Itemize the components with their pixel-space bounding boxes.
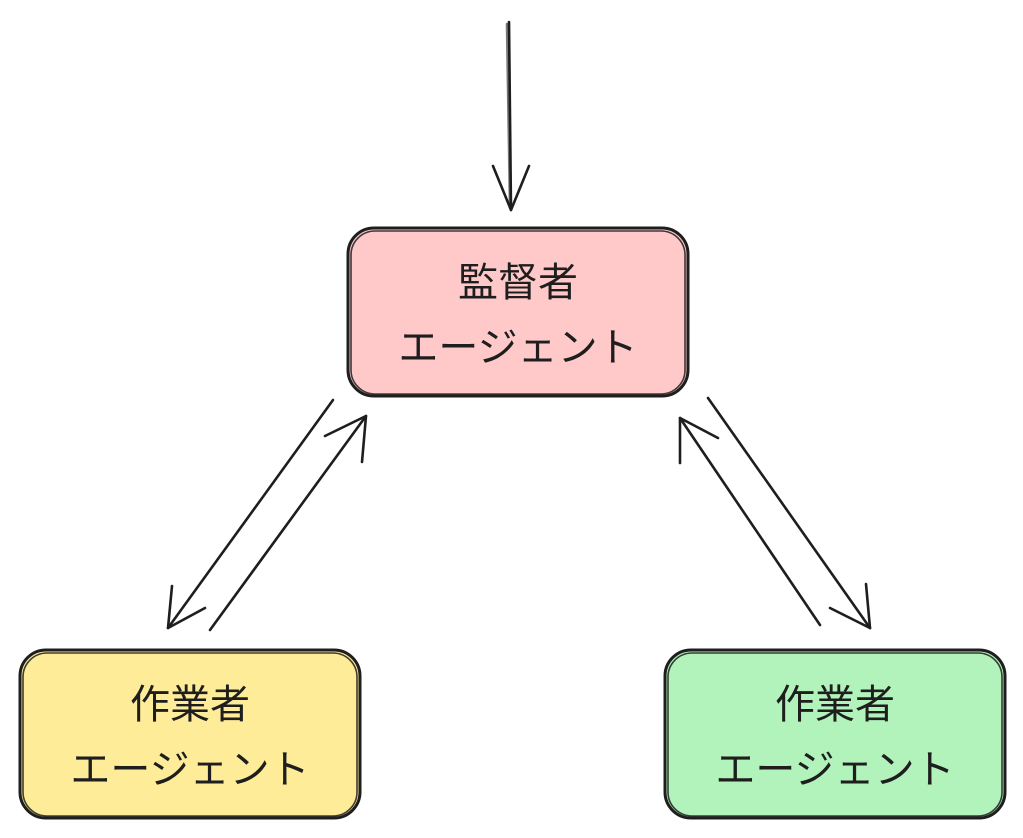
node-worker-left-line1: 作業者 bbox=[130, 682, 250, 728]
node-supervisor-box bbox=[346, 226, 690, 398]
edges bbox=[166, 20, 872, 632]
edge-worker-right-to-supervisor bbox=[678, 416, 822, 627]
edge-input-to-supervisor bbox=[491, 20, 531, 212]
node-supervisor-line2: エージェント bbox=[398, 325, 637, 371]
edge-supervisor-to-worker-left bbox=[166, 398, 335, 630]
node-supervisor: 監督者 エージェント bbox=[346, 226, 690, 398]
node-worker-left-box bbox=[18, 648, 362, 820]
node-worker-right-line1: 作業者 bbox=[775, 682, 895, 728]
edge-worker-left-to-supervisor bbox=[208, 414, 368, 632]
node-worker-left-line2: エージェント bbox=[70, 747, 309, 793]
edge-supervisor-to-worker-right bbox=[706, 396, 872, 630]
node-worker-right-box bbox=[663, 648, 1007, 820]
node-worker-left: 作業者 エージェント bbox=[18, 648, 362, 820]
node-worker-right: 作業者 エージェント bbox=[663, 648, 1007, 820]
node-worker-right-line2: エージェント bbox=[715, 747, 954, 793]
node-supervisor-line1: 監督者 bbox=[458, 260, 578, 306]
